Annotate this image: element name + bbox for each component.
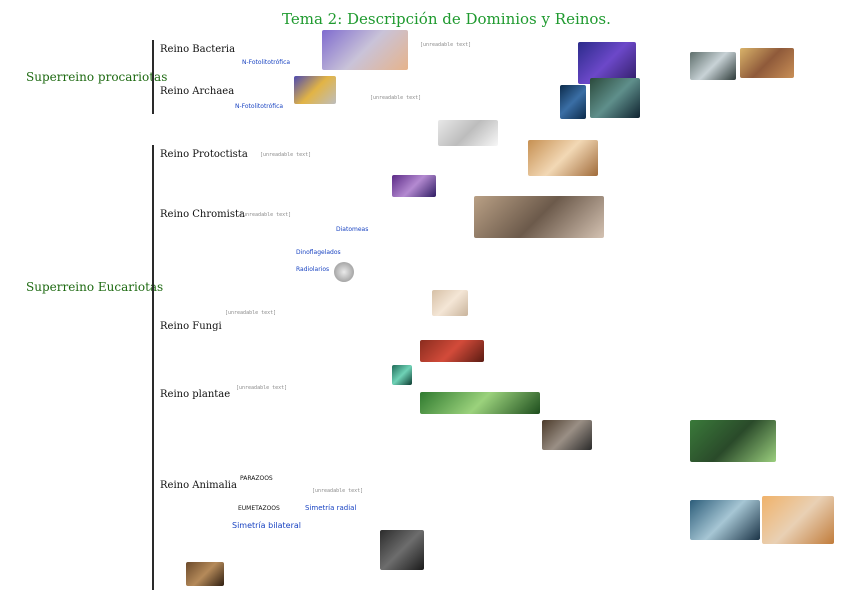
cyanobacteria-image — [578, 42, 636, 84]
chromista-notes-unreadable: [unreadable text] — [240, 212, 292, 218]
bacteria-landscape-image-2 — [740, 48, 794, 78]
bacteria-note-n-fotolito: N-Fotolitotrófica — [242, 59, 291, 66]
archaea-notes-unreadable: [unreadable text] — [370, 95, 422, 101]
kingdom-bacteria: Reino Bacteria — [160, 44, 236, 55]
chromista-radiolarios: Radiolarios — [296, 266, 330, 273]
plantae-notes-unreadable: [unreadable text] — [236, 385, 288, 391]
animalia-image-4 — [380, 530, 424, 570]
archaea-note-n-fotolito: N-Fotolitotrófica — [235, 103, 284, 110]
plantae-image-2 — [542, 420, 592, 450]
kingdom-chromista: Reino Chromista — [160, 209, 245, 220]
archaea-image-3 — [590, 78, 640, 118]
fungi-image-1 — [432, 290, 468, 316]
procariotas-bracket — [152, 40, 154, 114]
superreino-eucariotas: Superreino Eucariotas — [26, 280, 164, 294]
animalia-simetria-radial: Simetría radial — [305, 504, 357, 512]
plantae-image-3 — [690, 420, 776, 462]
protoctista-image-1 — [438, 120, 498, 146]
protoctista-image-3 — [392, 175, 436, 197]
kingdom-archaea: Reino Archaea — [160, 86, 235, 97]
animalia-image-2 — [762, 496, 834, 544]
chromista-dinoflagelados: Dinoflagelados — [296, 249, 341, 256]
page-title: Tema 2: Descripción de Dominios y Reinos… — [282, 10, 611, 28]
animalia-simetria-bilateral: Simetría bilateral — [232, 521, 302, 530]
animalia-notes-unreadable: [unreadable text] — [312, 488, 364, 494]
archaea-image-2 — [560, 85, 586, 119]
fungi-notes-unreadable: [unreadable text] — [225, 310, 277, 316]
plantae-image-1 — [392, 365, 412, 385]
protoctista-notes-unreadable: [unreadable text] — [260, 152, 312, 158]
bacteria-image — [322, 30, 408, 70]
chromista-radiolarian-image — [334, 262, 354, 282]
superreino-procariotas: Superreino procariotas — [26, 70, 168, 84]
archaea-image-1 — [294, 76, 336, 104]
animalia-eumetazoos: EUMETAZOOS — [238, 505, 280, 512]
eucariotas-bracket — [152, 145, 154, 590]
plantae-collage — [420, 392, 540, 414]
animalia-image-3 — [186, 562, 224, 586]
kingdom-fungi: Reino Fungi — [160, 321, 222, 332]
bacteria-notes-unreadable: [unreadable text] — [420, 42, 472, 48]
animalia-image-1 — [690, 500, 760, 540]
animalia-parazoos: PARAZOOS — [240, 475, 273, 482]
kingdom-plantae: Reino plantae — [160, 389, 231, 400]
bacteria-landscape-image-1 — [690, 52, 736, 80]
protoctista-image-2 — [528, 140, 598, 176]
kingdom-protoctista: Reino Protoctista — [160, 149, 248, 160]
fungi-image-2 — [420, 340, 484, 362]
chromista-collage — [474, 196, 604, 238]
chromista-diatomeas: Diatomeas — [336, 226, 369, 233]
kingdom-animalia: Reino Animalia — [160, 480, 237, 491]
